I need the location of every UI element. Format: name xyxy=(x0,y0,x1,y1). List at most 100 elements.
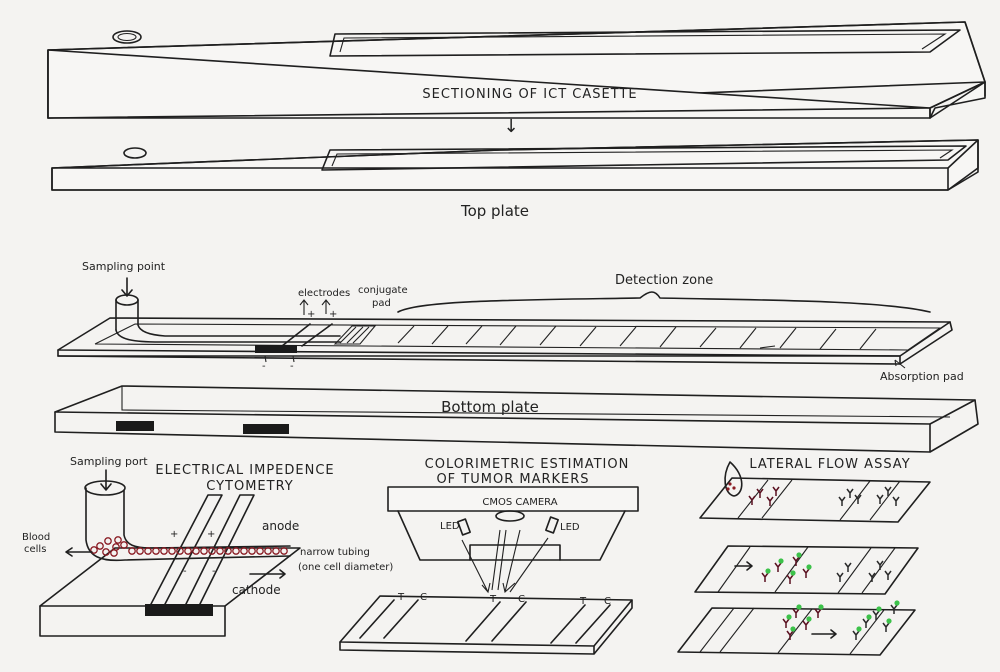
antibody-mark xyxy=(786,630,794,640)
antibody-mark xyxy=(756,488,764,498)
blood-cell xyxy=(114,536,122,544)
minus-right: - xyxy=(290,361,294,372)
antibody-mark xyxy=(792,608,800,618)
antigen-dot xyxy=(876,606,882,612)
antibody-mark xyxy=(846,488,854,498)
narrow-tubing-label-2: (one cell diameter) xyxy=(298,562,393,573)
blood-cells-label-2: cells xyxy=(24,544,46,555)
eic-plus-2: + xyxy=(207,529,215,540)
antibody-mark xyxy=(890,604,898,614)
middle-strip xyxy=(57,277,953,369)
antigen-dot xyxy=(856,626,862,632)
detection-zone-label: Detection zone xyxy=(615,273,713,288)
lateral-flow-panel xyxy=(677,461,931,656)
antibody-mark xyxy=(838,496,846,506)
antibody-mark xyxy=(876,494,884,504)
anode-label: anode xyxy=(262,519,299,533)
blood-cell xyxy=(176,547,184,555)
blood-cell xyxy=(224,547,232,555)
sectioning-title: SECTIONING OF ICT CASETTE xyxy=(422,87,637,102)
minus-left: - xyxy=(262,361,266,372)
color-title-2: OF TUMOR MARKERS xyxy=(436,472,589,487)
lfa-title: LATERAL FLOW ASSAY xyxy=(749,457,910,472)
blood-cell xyxy=(216,547,224,555)
blood-cell xyxy=(192,547,200,555)
antibody-mark xyxy=(884,570,892,580)
cmos-camera-label: CMOS CAMERA xyxy=(482,497,557,508)
t-mark-2: T xyxy=(489,594,497,605)
bottom-plate-label: Bottom plate xyxy=(441,398,539,416)
sampling-point-label: Sampling point xyxy=(82,260,166,273)
blood-cell xyxy=(208,547,216,555)
antibody-mark xyxy=(748,495,756,505)
antibody-mark xyxy=(761,572,769,582)
top-plate-label: Top plate xyxy=(460,202,529,220)
antibody-mark xyxy=(792,556,800,566)
antibody-mark xyxy=(766,496,774,506)
antibody-mark xyxy=(862,618,870,628)
blood-cell xyxy=(136,547,144,555)
t-mark-3: T xyxy=(579,596,587,607)
antibody-mark xyxy=(852,630,860,640)
antibody-mark xyxy=(782,618,790,628)
antigen-dot xyxy=(894,600,900,606)
c-mark-3: C xyxy=(604,596,611,607)
antibody-mark xyxy=(876,560,884,570)
blood-cells xyxy=(90,536,288,557)
antibody-mark xyxy=(836,572,844,582)
conjugate-label-1: conjugate xyxy=(358,285,408,296)
blood-cell xyxy=(102,548,110,556)
lfa-antibodies xyxy=(748,486,900,640)
antigen-dot xyxy=(790,570,796,576)
blood-cell xyxy=(272,547,280,555)
electrodes-label: electrodes xyxy=(298,288,350,299)
antibody-mark xyxy=(854,494,862,504)
antibody-mark xyxy=(884,486,892,496)
antibody-mark xyxy=(844,562,852,572)
antigen-dot xyxy=(886,618,892,624)
antibody-mark xyxy=(802,620,810,630)
antigen-dot xyxy=(796,604,802,610)
conjugate-label-2: pad xyxy=(372,298,391,309)
blood-cell xyxy=(144,547,152,555)
eic-title-1: ELECTRICAL IMPEDENCE xyxy=(155,463,334,478)
antibody-mark xyxy=(774,562,782,572)
blood-cell xyxy=(120,541,128,549)
blood-cell xyxy=(184,547,192,555)
blood-cell xyxy=(152,547,160,555)
c-mark-2: C xyxy=(518,594,525,605)
sampling-port-label: Sampling port xyxy=(70,455,148,468)
blood-cell xyxy=(110,549,118,557)
plus-right: + xyxy=(329,309,337,320)
led-left-label: LED xyxy=(440,521,460,532)
blood-cell xyxy=(160,547,168,555)
impedance-cytometry-panel xyxy=(39,469,301,637)
led-right-label: LED xyxy=(560,522,580,533)
blood-cells-label-1: Blood xyxy=(22,532,50,543)
absorption-pad-label: Absorption pad xyxy=(880,370,964,383)
blood-cell xyxy=(248,547,256,555)
antibody-mark xyxy=(872,610,880,620)
antibody-mark xyxy=(814,608,822,618)
bottom-plate xyxy=(54,385,979,453)
blood-cell xyxy=(256,547,264,555)
blood-cell xyxy=(240,547,248,555)
c-mark-1: C xyxy=(420,592,427,603)
antigen-dot xyxy=(806,564,812,570)
blood-cell xyxy=(96,542,104,550)
blood-cell xyxy=(200,547,208,555)
antibody-mark xyxy=(882,622,890,632)
cathode-label: cathode xyxy=(232,583,281,597)
plus-left: + xyxy=(307,309,315,320)
whole-cassette xyxy=(47,21,986,119)
antibody-mark xyxy=(802,568,810,578)
narrow-tubing-label-1: narrow tubing xyxy=(300,547,370,558)
blood-cell xyxy=(264,547,272,555)
t-mark-1: T xyxy=(397,592,405,603)
eic-minus-2: - xyxy=(212,566,216,577)
top-plate xyxy=(51,139,979,191)
antigen-dot xyxy=(806,616,812,622)
antigen-dot xyxy=(796,552,802,558)
antigen-dot xyxy=(786,614,792,620)
